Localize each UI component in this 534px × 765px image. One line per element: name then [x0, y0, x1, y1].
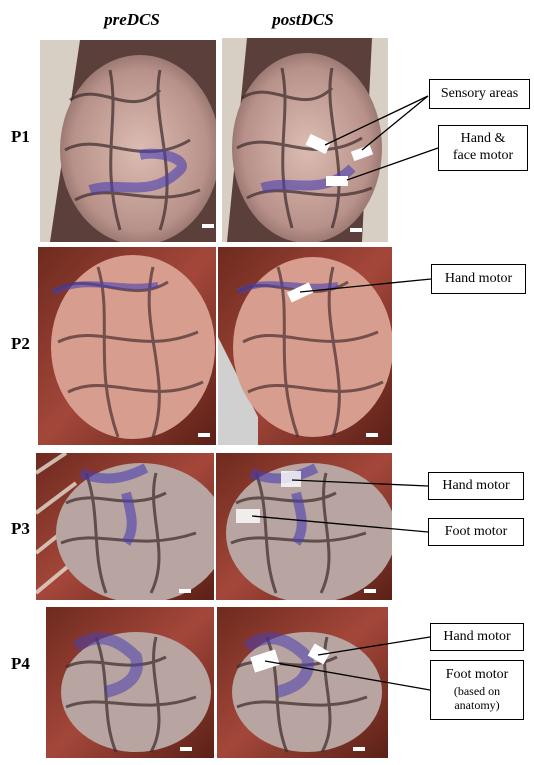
row-label-p3: P3 [11, 519, 30, 538]
row-label-p4: P4 [11, 654, 30, 673]
callout-hand-face-line2: face motor [452, 148, 514, 163]
callout-p2-hand-motor: Hand motor [431, 264, 526, 294]
callout-p4-foot-line2: (based on [453, 684, 501, 698]
photo-p4-post [217, 607, 388, 758]
row-label-p2: P2 [11, 334, 30, 353]
callout-hand-face-motor: Hand & face motor [438, 125, 528, 171]
callout-sensory-areas: Sensory areas [429, 79, 530, 109]
col-header-post: postDCS [272, 10, 334, 29]
photo-p1-pre [40, 40, 216, 242]
photo-p2-post [218, 247, 392, 445]
callout-hand-face-line1: Hand & [460, 131, 506, 147]
callout-p3-foot-motor: Foot motor [428, 518, 524, 546]
callout-p3-hand-motor: Hand motor [428, 472, 524, 500]
photo-p4-pre [46, 607, 214, 758]
photo-p1-post [222, 38, 388, 242]
callout-p4-foot-line1: Foot motor [445, 667, 509, 683]
callout-p4-hand-motor: Hand motor [430, 623, 524, 651]
callout-p4-foot-line3: anatomy) [454, 698, 500, 713]
row-label-p1: P1 [11, 127, 30, 146]
photo-p3-pre [36, 453, 214, 600]
callout-p4-foot-motor: Foot motor (based on anatomy) [430, 660, 524, 720]
photo-p2-pre [38, 247, 216, 445]
col-header-pre: preDCS [104, 10, 160, 29]
photo-p3-post [216, 453, 392, 600]
